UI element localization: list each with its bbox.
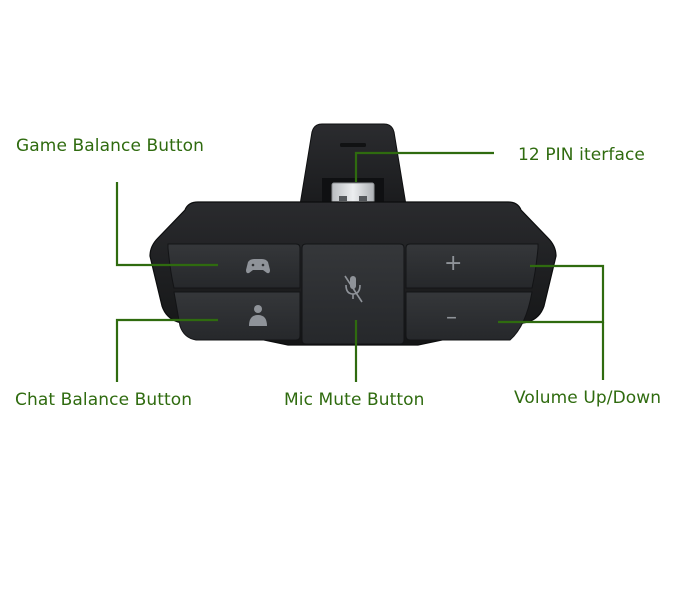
- person-icon: [249, 305, 267, 326]
- chat-balance-label: Chat Balance Button: [15, 390, 193, 410]
- pin-interface-label: 12 PIN iterface: [518, 145, 645, 165]
- mic-mute-label: Mic Mute Button: [284, 390, 425, 410]
- chat-balance-callout-line: [115, 318, 218, 382]
- mic-muted-icon: [344, 275, 363, 303]
- game-balance-label: Game Balance Button: [16, 136, 205, 156]
- game-balance-button[interactable]: [167, 243, 301, 289]
- volume-up-button[interactable]: [405, 243, 539, 289]
- chat-balance-button[interactable]: [173, 291, 301, 341]
- volume-label: Volume Up/Down: [514, 388, 662, 408]
- pin-interface-callout-line: [354, 151, 494, 182]
- volume-down-button[interactable]: [405, 291, 533, 341]
- callout-lines: [115, 151, 605, 382]
- game-balance-callout-line: [115, 182, 218, 267]
- volume-callout-line: [498, 264, 605, 324]
- minus-symbol: –: [446, 305, 457, 330]
- plus-symbol: +: [444, 251, 463, 276]
- gamepad-icon: [246, 259, 270, 274]
